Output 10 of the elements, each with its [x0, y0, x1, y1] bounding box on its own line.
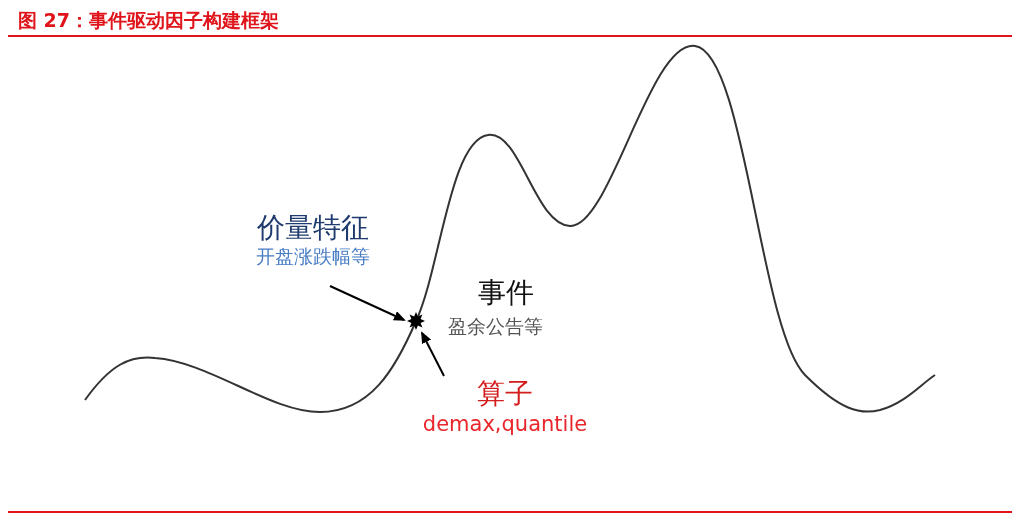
- event-example-label: 盈余公告等: [448, 314, 543, 339]
- arrow: [329, 285, 406, 321]
- figure-title: 图 27：事件驱动因子构建框架: [18, 8, 280, 33]
- arrow: [421, 331, 445, 377]
- event-point-icon: [407, 312, 425, 330]
- node-subtitle: demax,quantile: [422, 411, 588, 438]
- node-heading: 算子: [477, 376, 533, 411]
- event-label: 事件: [478, 275, 534, 311]
- node-heading: 价量特征: [257, 210, 369, 245]
- node-subtitle: 开盘涨跌幅等: [256, 245, 370, 269]
